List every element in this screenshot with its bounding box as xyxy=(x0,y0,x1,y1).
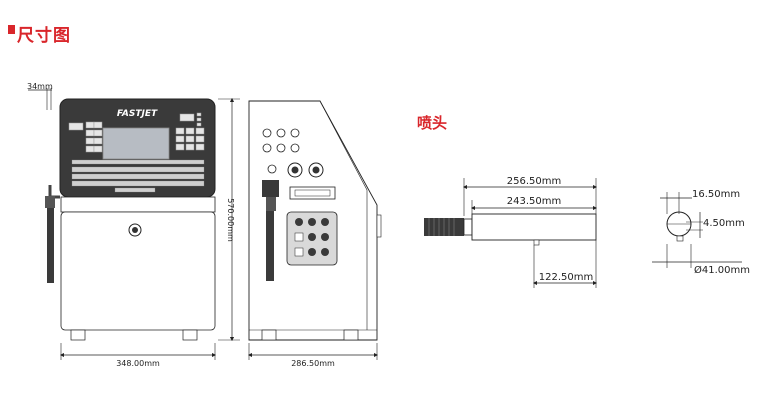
right-keypad xyxy=(175,112,205,151)
side-indicator xyxy=(267,164,277,174)
nozzle-cable xyxy=(47,208,54,283)
cable-gland xyxy=(45,196,55,208)
dim-height: 570.00mm xyxy=(218,97,240,342)
dim-nozzle-body: 243.50mm xyxy=(470,196,598,214)
display-screen xyxy=(102,127,170,160)
dim-end-4: 4.50mm xyxy=(686,212,745,238)
dim-end-diameter-label: Ø41.00mm xyxy=(694,264,750,276)
dim-nozzle-total-label: 256.50mm xyxy=(507,176,561,187)
dim-nozzle-mount: 122.50mm xyxy=(532,240,598,288)
title-marker xyxy=(8,25,15,34)
dim-depth: 286.50mm xyxy=(247,343,379,368)
side-foot-left xyxy=(261,329,277,341)
brand-logo: FASTJET xyxy=(117,109,158,119)
dim-width-front: 348.00mm xyxy=(59,343,217,368)
nozzle-section-title: 喷头 xyxy=(417,114,448,132)
dim-34mm: 34mm xyxy=(27,82,53,110)
left-keypad xyxy=(68,121,103,153)
side-buttons xyxy=(262,128,300,153)
front-view: 34mm FASTJET xyxy=(27,82,240,368)
side-view: 286.50mm xyxy=(247,100,382,368)
dim-end-diameter: Ø41.00mm xyxy=(652,244,750,276)
front-middle-strip xyxy=(60,196,216,213)
side-cable-gland xyxy=(262,180,279,197)
dim-height-label: 570.00mm xyxy=(226,198,235,242)
nozzle-body xyxy=(471,213,597,241)
front-foot-left xyxy=(70,329,86,341)
dim-end-4-label: 4.50mm xyxy=(703,218,745,229)
dim-nozzle-body-label: 243.50mm xyxy=(507,196,561,207)
nozzle-view: 256.50mm 243.50mm 122.50mm xyxy=(424,176,598,288)
page-title: 尺寸图 xyxy=(17,26,71,46)
dim-34mm-label: 34mm xyxy=(27,82,53,91)
side-foot-right xyxy=(343,329,359,341)
nozzle-end-view: 16.50mm 4.50mm Ø41.00mm xyxy=(652,189,750,276)
side-nozzle-cable xyxy=(266,211,274,281)
front-foot-right xyxy=(182,329,198,341)
dim-end-16: 16.50mm xyxy=(660,189,740,214)
dim-width-front-label: 348.00mm xyxy=(116,359,160,368)
dim-nozzle-mount-label: 122.50mm xyxy=(539,272,593,283)
front-cabinet xyxy=(60,211,216,331)
dim-end-16-label: 16.50mm xyxy=(692,189,740,200)
keyboard xyxy=(71,159,205,193)
dim-depth-label: 286.50mm xyxy=(291,359,335,368)
